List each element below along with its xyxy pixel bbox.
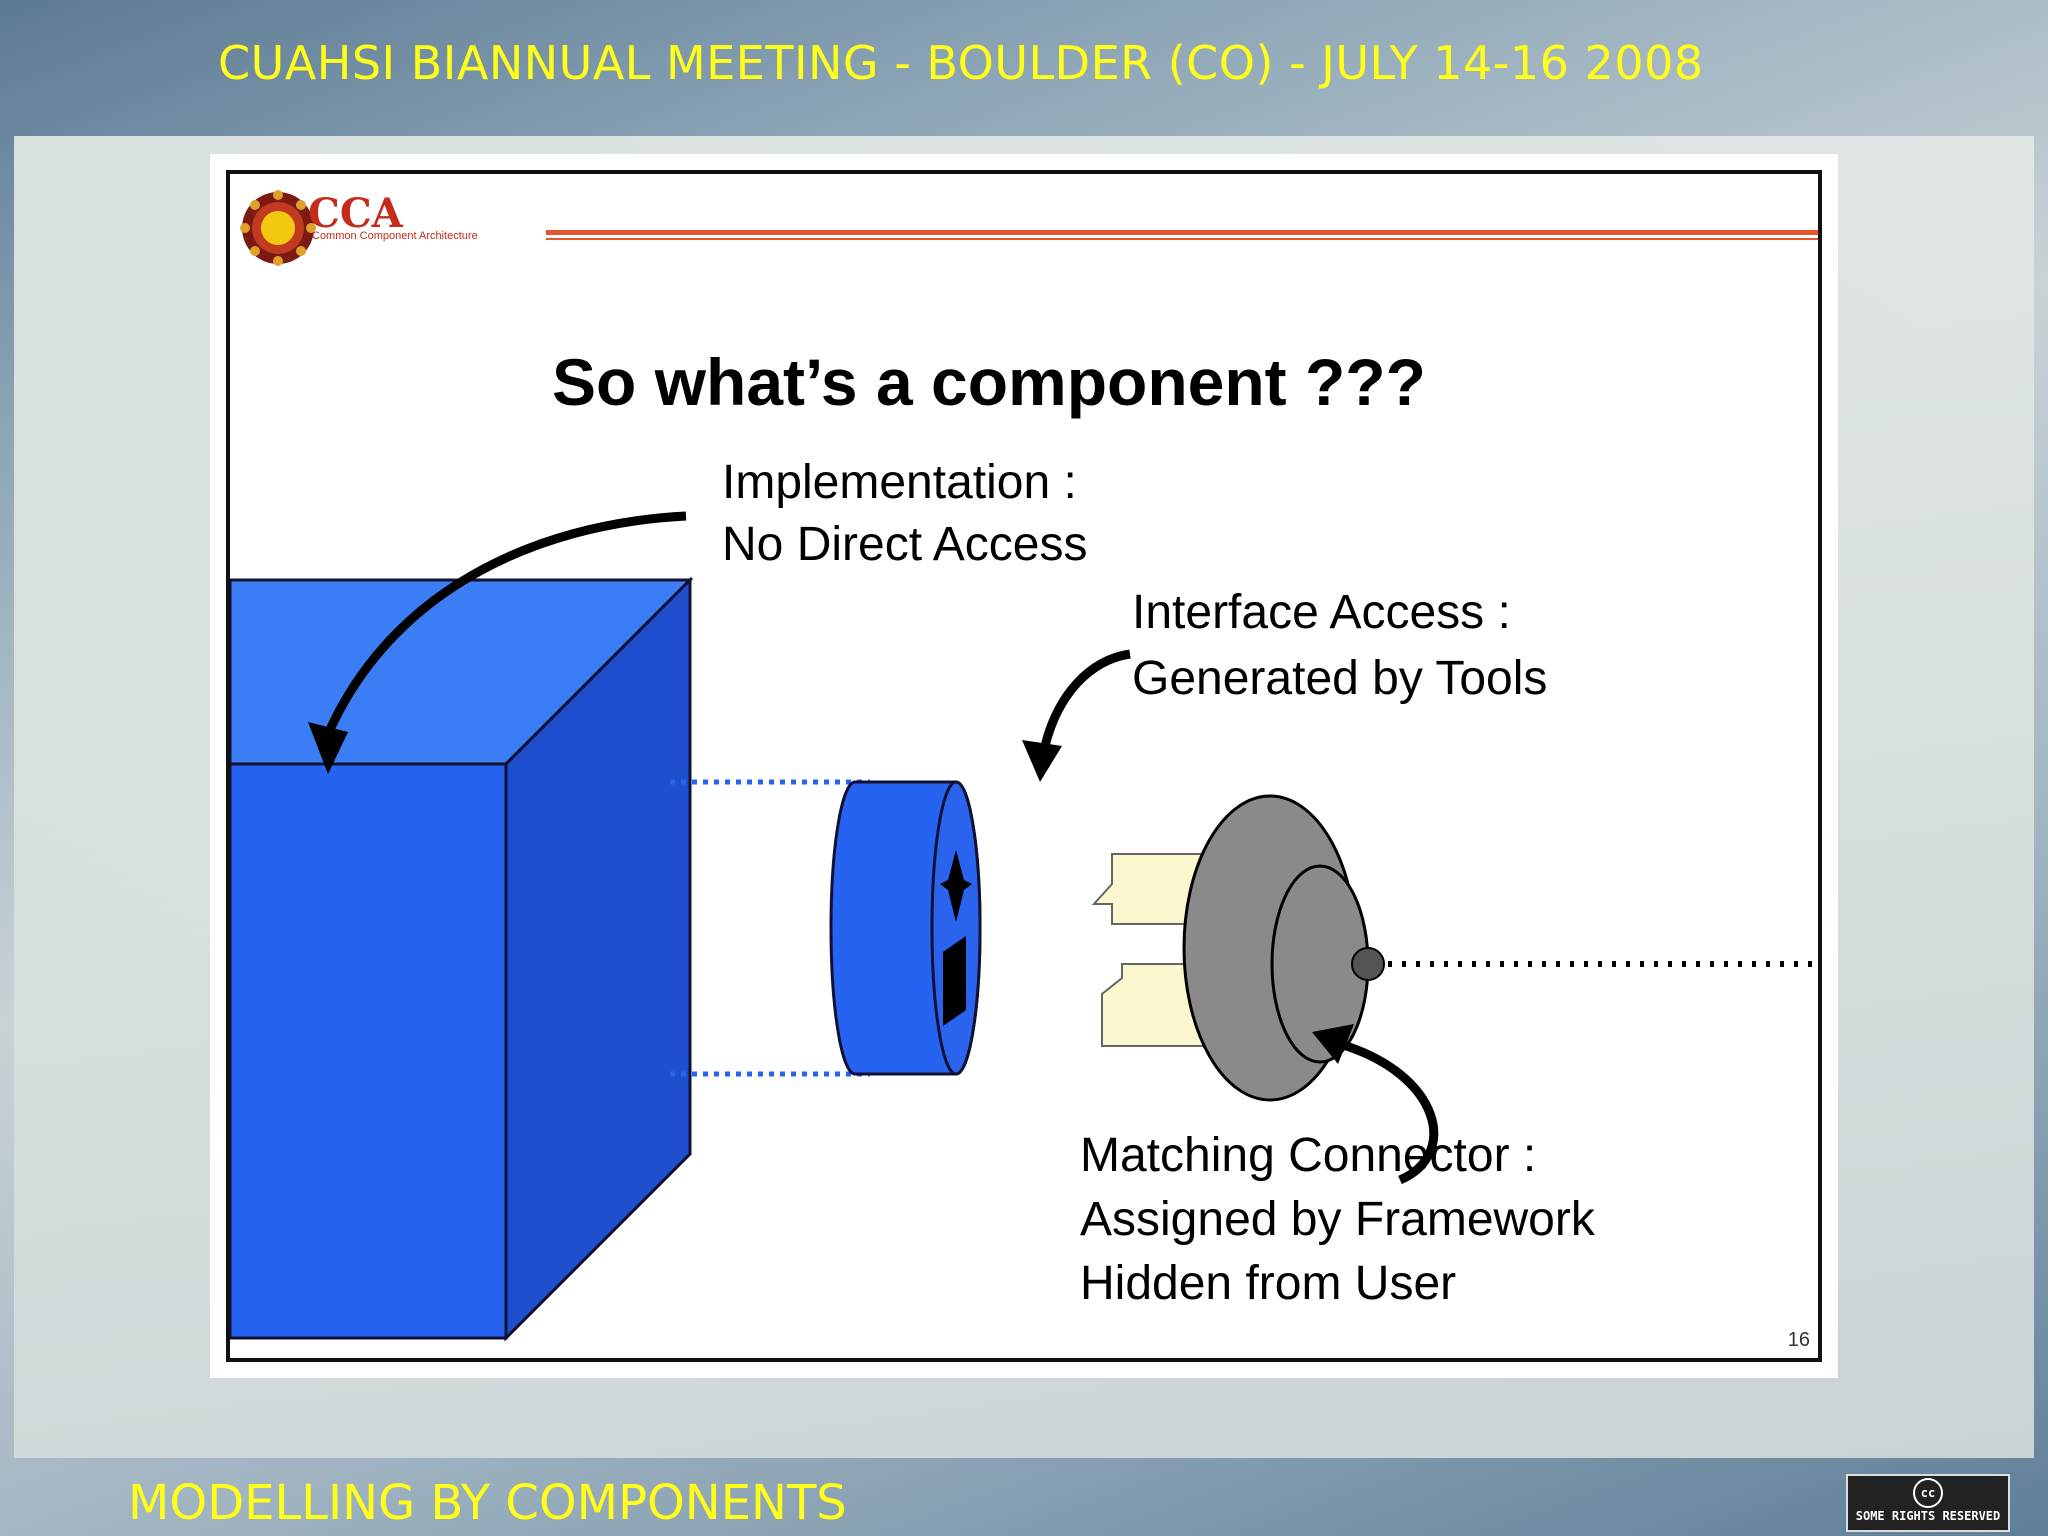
label-interface-line2: Generated by Tools [1132,652,1548,705]
component-diagram [230,511,1818,1342]
creative-commons-icon: cc [1913,1478,1943,1508]
slide-content: CCA Common Component Architecture So wha… [226,170,1822,1362]
license-text: SOME RIGHTS RESERVED [1855,1509,2001,1523]
cube-front-face [230,762,508,1340]
interface-plug-shape [940,850,972,922]
interface-socket-shape [943,936,966,1026]
label-connector: Matching Connector : Assigned by Framewo… [1080,1124,1595,1316]
label-implementation-line2: No Direct Access [722,518,1088,571]
embedded-slide: CCA Common Component Architecture So wha… [210,154,1838,1378]
slide-heading: So what’s a component ??? [552,345,1426,419]
cca-logo-icon [240,190,316,266]
header-rule [546,230,1818,235]
label-connector-line2: Assigned by Framework [1080,1193,1595,1246]
label-implementation-line1: Implementation : [722,456,1077,509]
presentation-header-title: CUAHSI BIANNUAL MEETING - BOULDER (CO) -… [218,36,1704,90]
label-connector-line1: Matching Connector : [1080,1129,1537,1182]
implementation-arrow [323,511,687,736]
header-rule-thin [546,238,1818,240]
interface-cylinder-face [930,780,982,1076]
label-interface-line1: Interface Access : [1132,586,1511,639]
cca-logo-subtitle: Common Component Architecture [312,230,478,242]
label-interface: Interface Access : Generated by Tools [1132,580,1547,712]
creative-commons-badge[interactable]: cc SOME RIGHTS RESERVED [1846,1474,2010,1532]
interface-arrow [1040,649,1131,748]
label-connector-line3: Hidden from User [1080,1257,1457,1310]
cca-logo-title: CCA [308,190,403,237]
slide-page-number: 16 [1787,1329,1810,1351]
presentation-footer-title: MODELLING BY COMPONENTS [128,1475,847,1531]
connector-arrow [1338,1039,1439,1185]
connector-hatched-end [1351,947,1385,981]
label-implementation: Implementation : No Direct Access [722,452,1087,576]
